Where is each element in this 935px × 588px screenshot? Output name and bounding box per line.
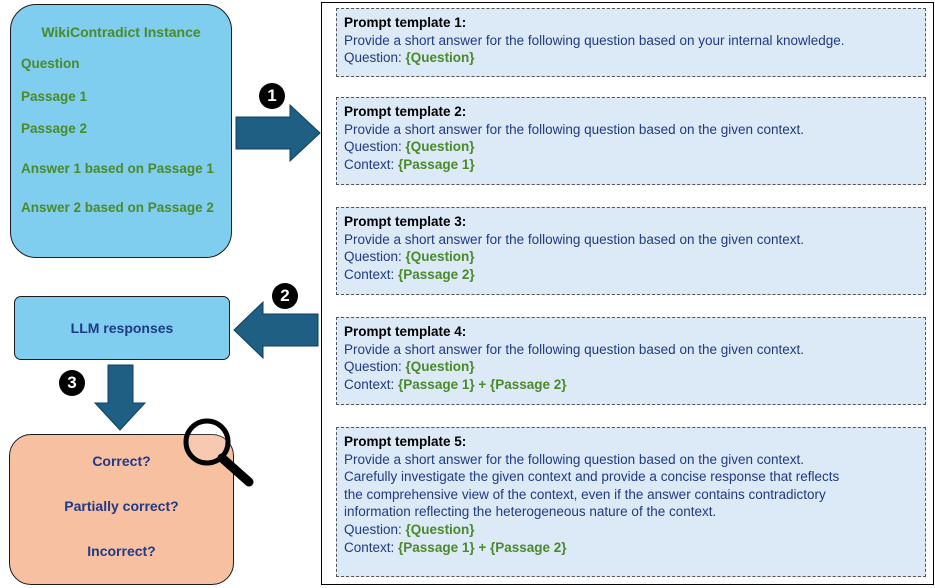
magnifying-glass-icon — [183, 418, 254, 487]
question-label: Question: — [344, 139, 406, 155]
context-label: Context: — [344, 266, 399, 282]
instance-item-passage-1: Passage 1 — [21, 89, 88, 104]
eval-item-correct: Correct? — [92, 453, 151, 469]
question-var: {Question} — [405, 359, 475, 375]
prompt-template-4: Prompt template 4: Provide a short answe… — [336, 317, 926, 405]
template-title: Prompt template 5: — [344, 434, 467, 449]
template-title: Prompt template 2: — [344, 104, 467, 119]
template-title: Prompt template 1: — [344, 15, 467, 30]
context-var: {Passage 2} — [398, 266, 475, 282]
question-var: {Question} — [405, 521, 475, 537]
context-var: {Passage 1} + {Passage 2} — [398, 376, 567, 392]
wikicontradict-instance-box — [10, 4, 232, 258]
instance-item-answer-1: Answer 1 based on Passage 1 — [21, 161, 214, 176]
context-label: Context: — [344, 539, 399, 555]
prompt-template-2: Prompt template 2: Provide a short answe… — [336, 97, 926, 185]
step-badge-3-label: 3 — [67, 373, 77, 392]
instance-item-question: Question — [21, 56, 80, 71]
context-var: {Passage 1} + {Passage 2} — [398, 539, 567, 555]
template-line: Carefully investigate the given context … — [344, 469, 840, 485]
context-label: Context: — [344, 156, 399, 172]
step-badge-2: 2 — [272, 283, 298, 309]
template-line: Provide a short answer for the following… — [344, 32, 845, 48]
question-label: Question: — [344, 359, 406, 375]
context-label: Context: — [344, 376, 399, 392]
step-badge-1-label: 1 — [267, 86, 277, 105]
instance-item-answer-2: Answer 2 based on Passage 2 — [21, 200, 214, 215]
arrow-to-responses — [233, 300, 319, 360]
question-var: {Question} — [405, 50, 475, 66]
template-line: Provide a short answer for the following… — [344, 121, 805, 137]
question-var: {Question} — [405, 139, 475, 155]
prompt-template-5: Prompt template 5: Provide a short answe… — [336, 427, 926, 577]
instance-item-passage-2: Passage 2 — [21, 121, 88, 136]
question-label: Question: — [344, 50, 406, 66]
step-badge-1: 1 — [259, 83, 285, 109]
template-line: the comprehensive view of the context, e… — [344, 486, 826, 502]
prompt-template-1: Prompt template 1: Provide a short answe… — [336, 8, 926, 77]
context-var: {Passage 1} — [398, 156, 475, 172]
instance-title: WikiContradict Instance — [41, 24, 201, 40]
template-line: Provide a short answer for the following… — [344, 451, 805, 467]
prompt-template-3: Prompt template 3: Provide a short answe… — [336, 207, 926, 295]
prompt-templates-panel — [321, 2, 934, 585]
template-line: information reflecting the heterogeneous… — [344, 504, 717, 520]
template-title: Prompt template 4: — [344, 324, 467, 339]
arrow-to-templates — [235, 103, 321, 163]
template-title: Prompt template 3: — [344, 214, 467, 229]
template-line: Provide a short answer for the following… — [344, 341, 805, 357]
llm-responses-box: LLM responses — [14, 296, 230, 360]
step-badge-3: 3 — [59, 370, 85, 396]
arrow-to-evaluation — [93, 364, 147, 431]
question-label: Question: — [344, 249, 406, 265]
question-label: Question: — [344, 521, 406, 537]
llm-responses-label: LLM responses — [70, 320, 174, 336]
eval-item-partially-correct: Partially correct? — [64, 498, 179, 514]
template-line: Provide a short answer for the following… — [344, 231, 805, 247]
eval-item-incorrect: Incorrect? — [87, 543, 156, 559]
step-badge-2-label: 2 — [280, 286, 290, 305]
question-var: {Question} — [405, 249, 475, 265]
